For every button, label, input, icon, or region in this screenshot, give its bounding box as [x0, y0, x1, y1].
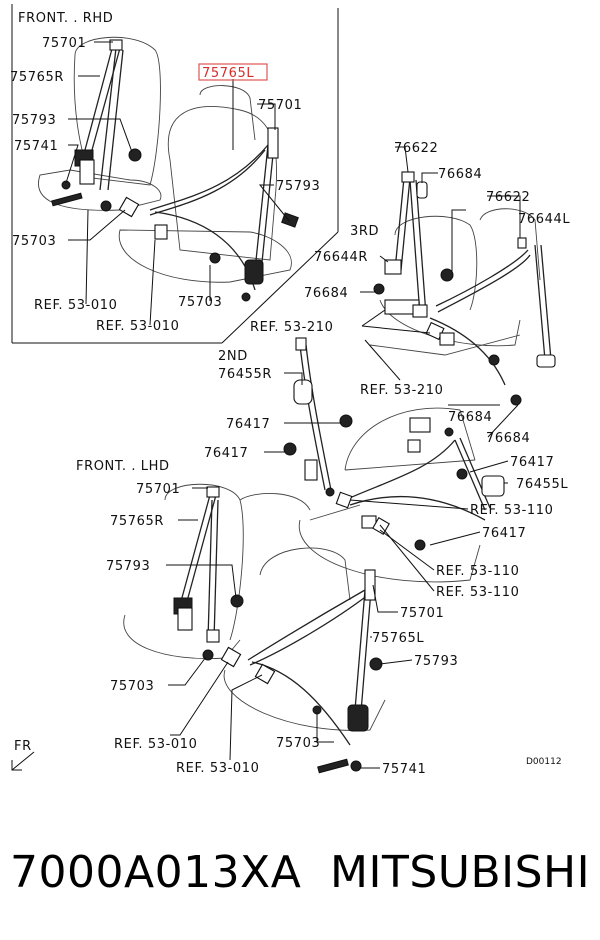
- label-76417-d: 76417: [482, 526, 526, 541]
- label-75793-b: 75793: [276, 179, 320, 194]
- label-76455r: 76455R: [218, 367, 272, 382]
- label-75765r-a: 75765R: [10, 70, 64, 85]
- label-ref53010-c: REF. 53-010: [114, 737, 198, 752]
- front-direction-arrow-icon: [11, 751, 35, 771]
- label-76644l: 76644L: [518, 212, 570, 227]
- label-ref53010-d: REF. 53-010: [176, 761, 260, 776]
- second-row-sketch: [298, 407, 481, 583]
- label-75793-c: 75793: [106, 559, 150, 574]
- label-ref53210-a: REF. 53-210: [250, 320, 334, 335]
- label-ref53110-c: REF. 53-110: [436, 585, 520, 600]
- third-row-hardware: [373, 171, 556, 406]
- front-lhd-hardware: [173, 486, 383, 774]
- label-76684-d: 76684: [486, 431, 530, 446]
- rhd-inset-frame: [11, 4, 339, 344]
- label-75703-b: 75703: [178, 295, 222, 310]
- label-ref53110-a: REF. 53-110: [470, 503, 554, 518]
- label-76622-a: 76622: [394, 141, 438, 156]
- front-rhd-hardware: [51, 39, 299, 302]
- label-76455l: 76455L: [516, 477, 568, 492]
- label-76622-b: 76622: [486, 190, 530, 205]
- label-76644r: 76644R: [314, 250, 368, 265]
- label-2nd: 2ND: [218, 349, 248, 364]
- label-3rd: 3RD: [350, 224, 379, 239]
- label-75701-a: 75701: [42, 36, 86, 51]
- label-fr: FR: [14, 739, 32, 754]
- label-75703-c: 75703: [110, 679, 154, 694]
- label-ref53010-b: REF. 53-010: [96, 319, 180, 334]
- third-row-sketch: [369, 208, 541, 356]
- label-75703-d: 75703: [276, 736, 320, 751]
- callout-labels: FRONT. . RHD 75701 75765R 75793 75741 75…: [10, 11, 570, 777]
- front-rhd-belts: [84, 44, 275, 291]
- third-row-belts: [394, 177, 552, 386]
- label-front-lhd: FRONT. . LHD: [76, 459, 170, 474]
- label-76417-a: 76417: [226, 417, 270, 432]
- front-lhd-belts: [179, 494, 372, 746]
- label-76684-c: 76684: [448, 410, 492, 425]
- highlight-box: [198, 63, 268, 81]
- label-76684-b: 76684: [304, 286, 348, 301]
- leader-lines: [65, 41, 521, 769]
- label-75741-b: 75741: [382, 762, 426, 777]
- brand-caption: MITSUBISHI: [330, 847, 590, 898]
- label-75793-d: 75793: [414, 654, 458, 669]
- label-76684-a: 76684: [438, 167, 482, 182]
- label-ref53010-a: REF. 53-010: [34, 298, 118, 313]
- label-75701-b: 75701: [258, 98, 302, 113]
- label-75793-a: 75793: [12, 113, 56, 128]
- label-75765l-highlight: 75765L: [202, 66, 254, 81]
- label-front-rhd: FRONT. . RHD: [18, 11, 113, 26]
- diagram-code: D00112: [526, 757, 562, 767]
- label-76417-c: 76417: [510, 455, 554, 470]
- label-75701-c: 75701: [136, 482, 180, 497]
- label-ref53210-b: REF. 53-210: [360, 383, 444, 398]
- label-75765r-b: 75765R: [110, 514, 164, 529]
- label-75741-a: 75741: [14, 139, 58, 154]
- second-row-hardware: [283, 337, 505, 551]
- label-ref53110-b: REF. 53-110: [436, 564, 520, 579]
- label-75765l-b: 75765L: [372, 631, 424, 646]
- label-75701-d: 75701: [400, 606, 444, 621]
- part-number-caption: 7000A013XA: [10, 847, 301, 898]
- label-75703-a: 75703: [12, 234, 56, 249]
- label-76417-b: 76417: [204, 446, 248, 461]
